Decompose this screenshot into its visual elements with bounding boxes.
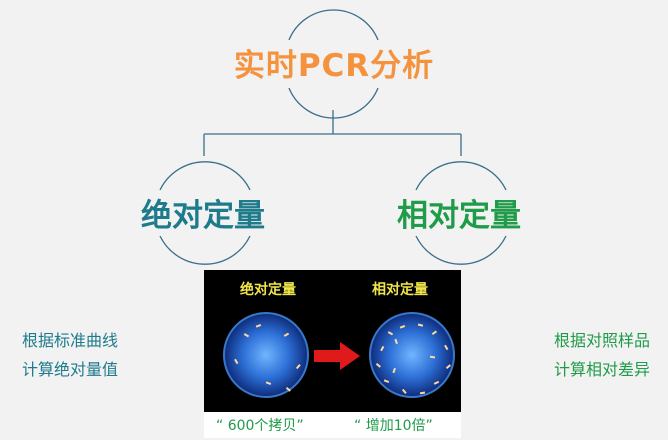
- absolute-note-line-2: 计算绝对量值: [22, 360, 119, 379]
- absolute-caption: “ 600个拷贝”: [216, 418, 304, 434]
- relative-note-line-1: 根据对照样品: [553, 331, 650, 350]
- relative-note-line-2: 计算相对差异: [553, 360, 650, 379]
- caption-bar: “ 600个拷贝” “ 增加10倍”: [204, 412, 461, 438]
- panel-label-relative: 相对定量: [372, 282, 428, 298]
- absolute-note: 根据标准曲线 计算绝对量值: [22, 326, 118, 384]
- diagram-title: 实时PCR分析: [233, 48, 435, 84]
- relative-arc-bottom: [415, 235, 507, 265]
- relative-note: 根据对照样品 计算相对差异: [554, 326, 650, 384]
- panel-label-absolute: 绝对定量: [240, 282, 296, 298]
- relative-arc-top: [415, 161, 507, 191]
- absolute-note-line-1: 根据标准曲线: [22, 331, 119, 350]
- cell-left: [223, 312, 309, 398]
- increase-arrow: [314, 342, 360, 370]
- cell-right: [369, 312, 455, 398]
- illustration-panel: 绝对定量 相对定量: [204, 270, 461, 432]
- absolute-arc-bottom: [159, 235, 251, 265]
- title-arc-top: [288, 9, 379, 41]
- cell-illustration: [223, 312, 455, 398]
- relative-quant-label: 相对定量: [397, 198, 521, 234]
- relative-caption: “ 增加10倍”: [354, 418, 433, 434]
- absolute-arc-top: [159, 161, 251, 191]
- absolute-quant-label: 绝对定量: [141, 198, 265, 234]
